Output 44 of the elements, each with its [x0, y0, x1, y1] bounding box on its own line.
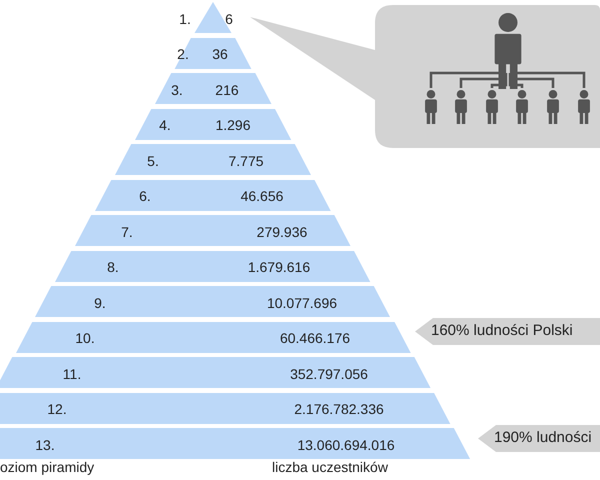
- callout-text: 160% ludności Polski: [431, 323, 573, 339]
- level-number: 7.: [121, 224, 133, 240]
- participant-count: 216: [215, 82, 239, 98]
- level-number: 1.: [179, 10, 191, 26]
- participant-count: 1.296: [215, 117, 250, 133]
- level-number: 6.: [139, 188, 151, 204]
- level-number: 2.: [177, 46, 189, 62]
- pyramid-tier: [35, 286, 390, 317]
- participant-count: 60.466.176: [280, 330, 350, 346]
- level-number: 4.: [159, 117, 171, 133]
- level-number: 3.: [171, 82, 183, 98]
- level-number: 10.: [75, 330, 95, 346]
- callout-tag: [415, 318, 600, 345]
- level-number: 11.: [62, 366, 82, 382]
- participant-count: 6: [225, 10, 233, 26]
- pyramid-tier: [55, 250, 371, 282]
- participant-count: 13.060.694.016: [297, 436, 395, 452]
- callout-text: 190% ludności: [494, 430, 592, 446]
- participant-count: 7.775: [228, 152, 264, 168]
- participant-count: 1.679.616: [248, 259, 310, 275]
- pyramid-tier: [134, 108, 292, 140]
- axis-caption: oziom piramidy: [0, 459, 94, 475]
- pyramid-tier: [115, 144, 311, 175]
- callout-tag: [478, 425, 600, 452]
- pyramid-tier: [154, 73, 272, 104]
- pyramid-tier: [95, 180, 331, 210]
- participant-count: 2.176.782.336: [294, 401, 384, 417]
- speech-bubble: [250, 5, 600, 148]
- pyramid-tier: [0, 428, 470, 459]
- level-number: 8.: [107, 259, 119, 275]
- pyramid-tier: [0, 392, 450, 424]
- pyramid-tier: [16, 322, 410, 352]
- pyramid-tier: [75, 215, 351, 246]
- pyramid-tier: [0, 357, 430, 388]
- level-number: 5.: [147, 152, 159, 168]
- participant-count: 10.077.696: [266, 294, 338, 310]
- axis-caption: liczba uczestników: [272, 459, 388, 475]
- level-number: 13.: [35, 436, 55, 452]
- level-number: 12.: [47, 401, 67, 417]
- participant-count: 279.936: [256, 224, 308, 240]
- participant-count: 46.656: [240, 188, 284, 204]
- level-number: 9.: [94, 294, 106, 310]
- participant-count: 352.797.056: [290, 366, 368, 382]
- participant-count: 36: [212, 46, 228, 62]
